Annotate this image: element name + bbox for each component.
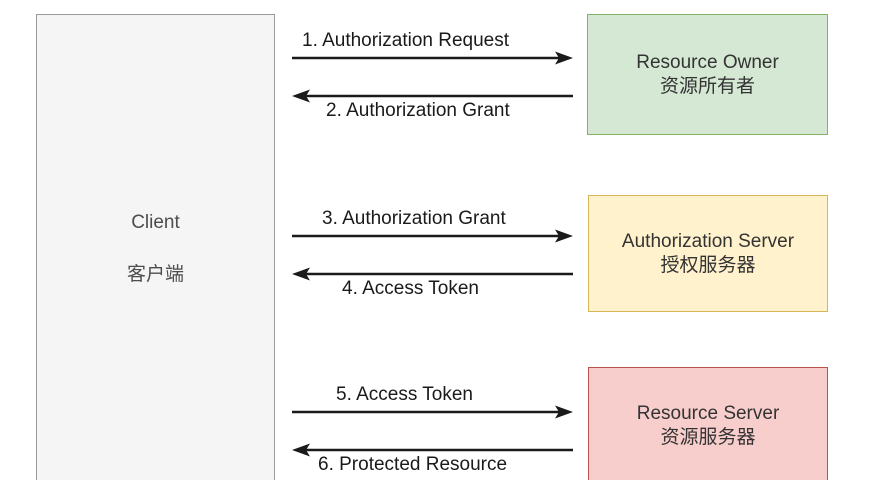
flow-label-2: 2. Authorization Grant bbox=[326, 100, 510, 121]
flow-label-6: 6. Protected Resource bbox=[318, 454, 508, 475]
flow-label-1: 1. Authorization Request bbox=[302, 30, 510, 51]
node-resource-owner-label-zh: 资源所有者 bbox=[659, 75, 755, 97]
node-resource-owner-label-en: Resource Owner bbox=[636, 51, 779, 73]
node-authorization-server-label-en: Authorization Server bbox=[621, 230, 795, 252]
node-resource-owner: Resource Owner 资源所有者 bbox=[587, 14, 828, 135]
node-client-label-en: Client bbox=[131, 212, 180, 233]
node-client-label-zh: 客户端 bbox=[126, 264, 184, 285]
node-authorization-server-label-zh: 授权服务器 bbox=[660, 254, 756, 276]
flow-label-3: 3. Authorization Grant bbox=[322, 208, 506, 229]
flow-label-4: 4. Access Token bbox=[342, 278, 479, 299]
node-authorization-server: Authorization Server 授权服务器 bbox=[588, 195, 828, 312]
flow-label-5: 5. Access Token bbox=[336, 384, 473, 405]
node-resource-server: Resource Server 资源服务器 bbox=[588, 367, 828, 480]
node-client: Client 客户端 bbox=[36, 14, 275, 480]
node-resource-server-label-en: Resource Server bbox=[636, 402, 780, 424]
node-resource-server-label-zh: 资源服务器 bbox=[660, 426, 756, 448]
